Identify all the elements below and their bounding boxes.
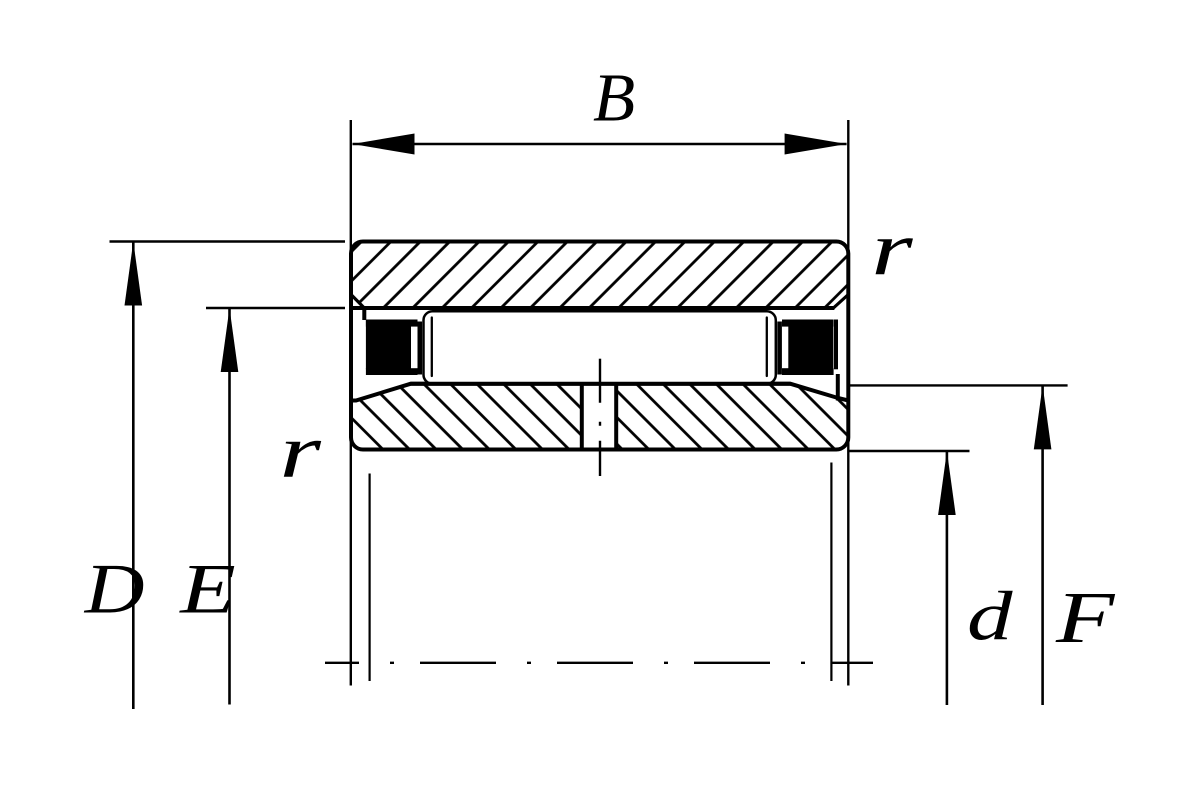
svg-text:D: D bbox=[84, 549, 145, 628]
svg-text:E: E bbox=[179, 549, 236, 628]
svg-text:F: F bbox=[1055, 577, 1116, 658]
svg-text:r: r bbox=[871, 207, 914, 291]
svg-text:d: d bbox=[967, 578, 1013, 656]
svg-text:r: r bbox=[280, 410, 323, 494]
svg-text:B: B bbox=[593, 60, 635, 136]
